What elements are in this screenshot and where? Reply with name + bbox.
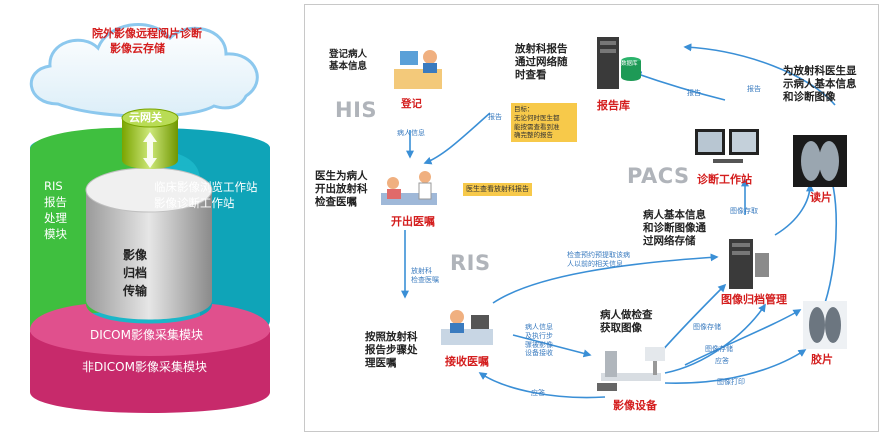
report-desc-line: 通过网络随 (515, 56, 568, 69)
archive-line: 归档 (123, 266, 148, 280)
archive-label: 图像归档管理 (721, 293, 787, 306)
workstation-monitors-icon (693, 125, 763, 171)
steps-line: 设备接收 (525, 349, 553, 358)
ris-line: RIS (44, 179, 63, 193)
ack-label-2: 应答 (531, 389, 545, 397)
goal-line: 无论何时医生都 (514, 113, 560, 122)
doctor-view-box: 医生查看放射科报告 (463, 183, 532, 196)
register-label: 登记 (401, 98, 422, 110)
steps-line: 病人信息 (525, 323, 553, 331)
goal-line: 确完整的报告 (514, 131, 553, 140)
radiology-order-line: 检查医嘱 (411, 275, 439, 284)
steps-line: 骤被影像 (525, 340, 553, 349)
non-dicom-label: 非DICOM影像采集模块 (82, 360, 207, 374)
archive-line: 影像 (123, 248, 148, 262)
goal-line: 能按需查看到准 (514, 122, 560, 131)
report-desc-line: 放射科报告 (515, 43, 568, 55)
ris-label: RIS (450, 251, 491, 275)
archive-desc-line: 和诊断图像通 (643, 222, 706, 235)
order-label: 开出医嘱 (391, 215, 435, 228)
print-label: 图像打印 (717, 378, 745, 386)
cloud-title-line1: 院外影像远程阅片诊断 (92, 27, 202, 40)
image-store-label-2: 图像存储 (705, 345, 733, 353)
doctor-desc-line: 示病人基本信息 (783, 78, 857, 91)
image-fetch-label: 图像存取 (730, 207, 758, 215)
ack-label-1: 应答 (715, 357, 729, 365)
ris-line: 处理 (44, 211, 67, 226)
register-desc: 登记病人 基本信息 (329, 49, 367, 73)
ris-line: 报告 (44, 195, 67, 210)
report-db-label: 报告库 (597, 99, 630, 112)
receive-desc-line: 按照放射科 (365, 331, 418, 343)
workstation-line2: 影像诊断工作站 (154, 196, 235, 210)
diag-station-label: 诊断工作站 (697, 173, 752, 186)
report-desc-line: 时查看 (515, 69, 547, 82)
gateway-label: 云网关 (129, 111, 162, 124)
receive-label: 接收医嘱 (445, 355, 489, 368)
imaging-equipment-icon (595, 343, 675, 395)
archive-desc: 病人基本信息 和诊断图像通 过网络存储 (643, 209, 706, 248)
register-desc-line: 登记病人 (329, 49, 368, 60)
receive-desc: 按照放射科 报告步骤处 理医嘱 (365, 331, 418, 370)
pacs-label: PACS (627, 164, 690, 188)
doctor-desc: 为放射科医生显 示病人基本信息 和诊断图像 (783, 65, 857, 104)
workflow-panel: HIS RIS PACS 登记病人 基本信息 登记 病人信息 放射科报告 通过网… (304, 4, 879, 432)
register-desc-line: 基本信息 (329, 60, 368, 72)
db-label: 数据库 (621, 61, 638, 67)
order-desc-line: 开出放射科 (315, 183, 368, 196)
report-label-left: 报告 (488, 113, 502, 121)
server-database-icon (593, 35, 643, 93)
archive-line: 传输 (123, 284, 148, 298)
prefetch-line: 检查预约预提取该病 (567, 251, 630, 259)
reception-desk-icon (437, 303, 497, 351)
report-desc: 放射科报告 通过网络随 时查看 (515, 43, 568, 82)
equipment-label: 影像设备 (613, 399, 657, 412)
prefetch-label: 检查预约预提取该病 人以前的相关信息 (567, 251, 630, 269)
steps-line: 及执行步 (525, 331, 553, 340)
archive-desc-line: 过网络存储 (643, 235, 696, 248)
doctor-patient-icon (375, 165, 445, 213)
report-label-mid: 报告 (687, 89, 701, 97)
doctor-desc-line: 和诊断图像 (783, 91, 836, 104)
dicom-label: DICOM影像采集模块 (90, 328, 203, 342)
xray-viewer-icon (793, 135, 847, 187)
workflow-arrows (401, 43, 837, 399)
order-desc: 医生为病人 开出放射科 检查医嘱 (315, 170, 368, 209)
archive-label: 影像 归档 传输 (123, 246, 147, 300)
film-xray-icon (803, 301, 847, 349)
order-desc-line: 医生为病人 (315, 170, 368, 182)
goal-line: 目标： (514, 105, 534, 113)
cloud-shape (30, 23, 259, 118)
report-label-right: 报告 (747, 85, 761, 93)
exam-desc-line: 病人做检查 (600, 309, 653, 321)
ris-module-label: RIS 报告 处理 模块 (44, 178, 67, 242)
radiology-order-label: 放射科 检查医嘱 (411, 267, 439, 285)
his-label: HIS (335, 98, 378, 122)
archive-desc-line: 病人基本信息 (643, 209, 706, 221)
order-desc-line: 检查医嘱 (315, 196, 357, 209)
film-label: 胶片 (811, 353, 833, 366)
goal-box: 目标： 无论何时医生都 能按需查看到准 确完整的报告 (511, 103, 577, 143)
architecture-graphic (30, 23, 270, 413)
patient-info-label: 病人信息 (397, 129, 425, 137)
prefetch-line: 人以前的相关信息 (567, 259, 623, 268)
archive-server-icon (727, 237, 771, 291)
exam-desc-line: 获取图像 (600, 322, 642, 335)
workstation-line1: 临床影像浏览工作站 (154, 180, 258, 194)
image-store-label-1: 图像存储 (693, 323, 721, 331)
architecture-panel: 院外影像远程阅片诊断 影像云存储 云网关 RIS 报告 处理 模块 临床影像浏览… (0, 0, 300, 437)
receive-desc-line: 理医嘱 (365, 357, 397, 370)
radiology-order-line: 放射科 (411, 267, 432, 275)
doctor-desc-line: 为放射科医生显 (783, 65, 857, 77)
ris-line: 模块 (44, 227, 67, 242)
cloud-title-line2: 影像云存储 (110, 42, 165, 55)
read-label: 读片 (810, 191, 832, 204)
receive-desc-line: 报告步骤处 (365, 344, 418, 357)
steps-label: 病人信息 及执行步 骤被影像 设备接收 (525, 323, 553, 358)
register-desk-icon (390, 43, 446, 95)
exam-desc: 病人做检查 获取图像 (600, 309, 653, 335)
